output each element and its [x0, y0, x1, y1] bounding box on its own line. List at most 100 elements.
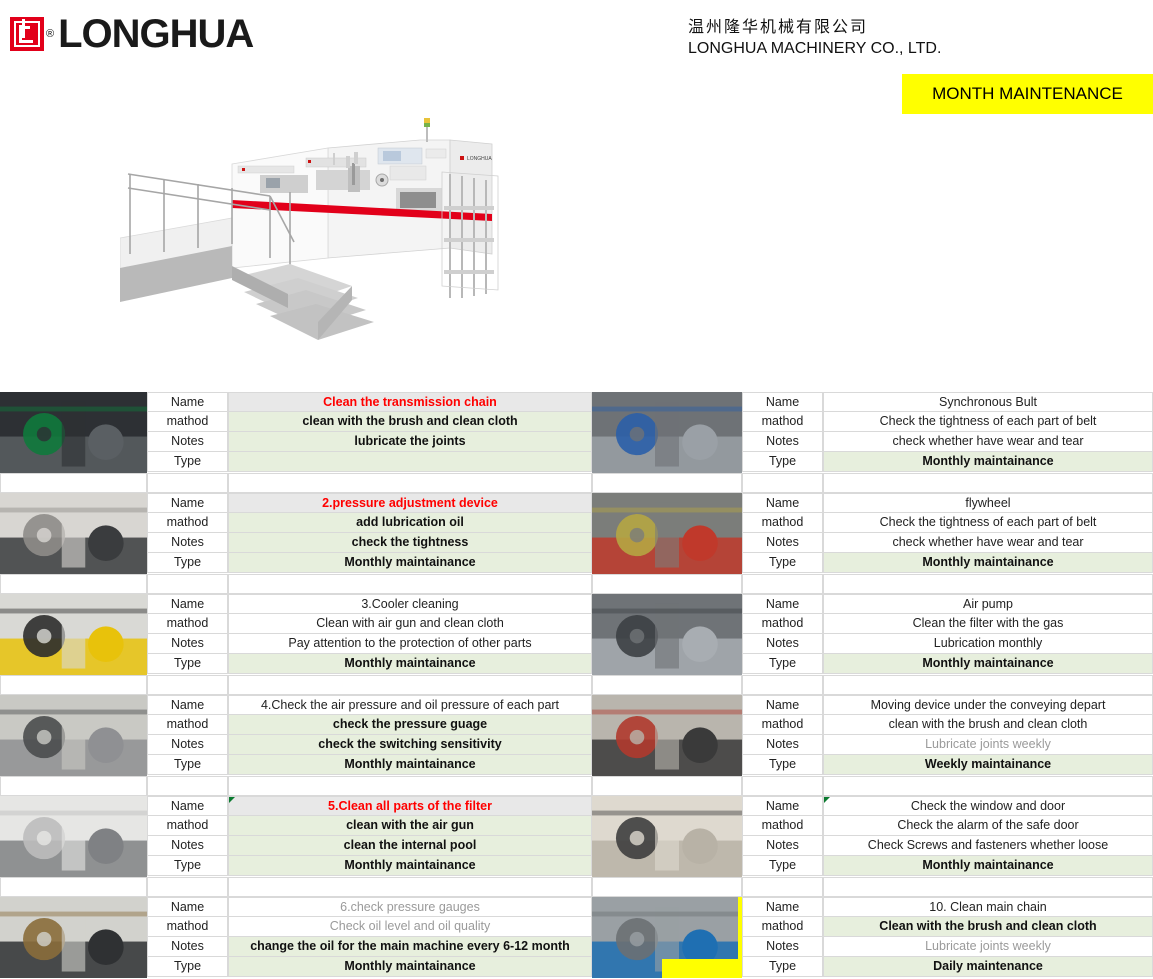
cell-method: Check the tightness of each part of belt — [823, 513, 1153, 533]
comment-marker-icon — [229, 797, 235, 803]
row-label-mathod: mathod — [742, 614, 823, 634]
row-label-type: Type — [147, 654, 228, 674]
cell-notes: Lubricate joints weekly — [823, 937, 1153, 957]
row-label-type: Type — [147, 553, 228, 573]
row-label-name: Name — [742, 796, 823, 816]
cell-type: Monthly maintainance — [228, 957, 592, 977]
cell-method: clean with the brush and clean cloth — [228, 412, 592, 432]
pressure-adjustment-device-photo — [0, 493, 147, 574]
brand-name: LONGHUA — [58, 12, 254, 56]
row-label-type: Type — [742, 654, 823, 674]
month-maintenance-banner: MONTH MAINTENANCE — [902, 74, 1153, 114]
cell-method: check the pressure guage — [228, 715, 592, 735]
row-label-mathod: mathod — [147, 816, 228, 836]
page-header: ® LONGHUA 温州隆华机械有限公司 LONGHUA MACHINERY C… — [0, 0, 1153, 120]
cell-notes: check whether have wear and tear — [823, 533, 1153, 553]
row-label-type: Type — [147, 452, 228, 472]
transmission-chain-photo — [0, 392, 147, 473]
cell-name: flywheel — [823, 493, 1153, 513]
company-name-en: LONGHUA MACHINERY CO., LTD. — [688, 39, 942, 57]
row-label-name: Name — [147, 695, 228, 715]
pressure-gauges-panel-photo — [0, 695, 147, 776]
cell-type: Monthly maintainance — [823, 654, 1153, 674]
cell-type: Daily maintenance — [823, 957, 1153, 977]
cell-name: Moving device under the conveying depart — [823, 695, 1153, 715]
cell-type: Weekly maintainance — [823, 755, 1153, 775]
cell-method: Check the alarm of the safe door — [823, 816, 1153, 836]
row-spacer — [0, 675, 1153, 695]
row-spacer — [0, 776, 1153, 796]
registered-trademark-icon: ® — [46, 28, 55, 40]
cell-type — [228, 452, 592, 472]
filter-cabinet-photo — [0, 796, 147, 877]
row-label-name: Name — [742, 695, 823, 715]
cell-type: Monthly maintainance — [228, 755, 592, 775]
row-label-notes: Notes — [742, 937, 823, 957]
cell-type: Monthly maintainance — [228, 654, 592, 674]
window-and-door-photo — [592, 796, 742, 877]
row-label-name: Name — [147, 897, 228, 917]
row-label-mathod: mathod — [147, 513, 228, 533]
cell-method: Check oil level and oil quality — [228, 917, 592, 937]
row-label-name: Name — [147, 594, 228, 614]
row-spacer — [0, 473, 1153, 493]
cell-notes: check whether have wear and tear — [823, 432, 1153, 452]
row-label-mathod: mathod — [147, 917, 228, 937]
row-label-notes: Notes — [742, 735, 823, 755]
row-label-type: Type — [147, 957, 228, 977]
row-label-notes: Notes — [147, 634, 228, 654]
row-label-mathod: mathod — [147, 614, 228, 634]
cell-type: Monthly maintainance — [823, 856, 1153, 876]
cell-notes: Lubricate joints weekly — [823, 735, 1153, 755]
cell-type: Monthly maintainance — [228, 856, 592, 876]
row-label-notes: Notes — [147, 533, 228, 553]
row-label-notes: Notes — [742, 836, 823, 856]
cell-type: Monthly maintainance — [823, 553, 1153, 573]
lh-logo-icon — [10, 17, 44, 51]
row-label-type: Type — [742, 553, 823, 573]
cell-name: Synchronous Bult — [823, 392, 1153, 412]
cell-method: add lubrication oil — [228, 513, 592, 533]
row-label-notes: Notes — [147, 836, 228, 856]
cell-name: Check the window and door — [823, 796, 1153, 816]
cell-notes: clean the internal pool — [228, 836, 592, 856]
cell-method: clean with the brush and clean cloth — [823, 715, 1153, 735]
row-label-notes: Notes — [147, 735, 228, 755]
cell-name: 4.Check the air pressure and oil pressur… — [228, 695, 592, 715]
company-name-block: 温州隆华机械有限公司 LONGHUA MACHINERY CO., LTD. — [688, 16, 941, 59]
air-pump-photo — [592, 594, 742, 675]
row-label-mathod: mathod — [742, 513, 823, 533]
cell-notes: change the oil for the main machine ever… — [228, 937, 592, 957]
cell-name: 10. Clean main chain — [823, 897, 1153, 917]
row-spacer — [0, 877, 1153, 897]
row-label-mathod: mathod — [147, 412, 228, 432]
cell-method: Clean with the brush and clean cloth — [823, 917, 1153, 937]
cell-name: 3.Cooler cleaning — [228, 594, 592, 614]
cell-notes: Check Screws and fasteners whether loose — [823, 836, 1153, 856]
row-label-name: Name — [742, 493, 823, 513]
brand-logo: ® LONGHUA — [10, 12, 254, 56]
row-spacer — [0, 574, 1153, 594]
cell-method: Clean the filter with the gas — [823, 614, 1153, 634]
row-label-type: Type — [147, 755, 228, 775]
row-value-column: 4.Check the air pressure and oil pressur… — [228, 695, 592, 775]
